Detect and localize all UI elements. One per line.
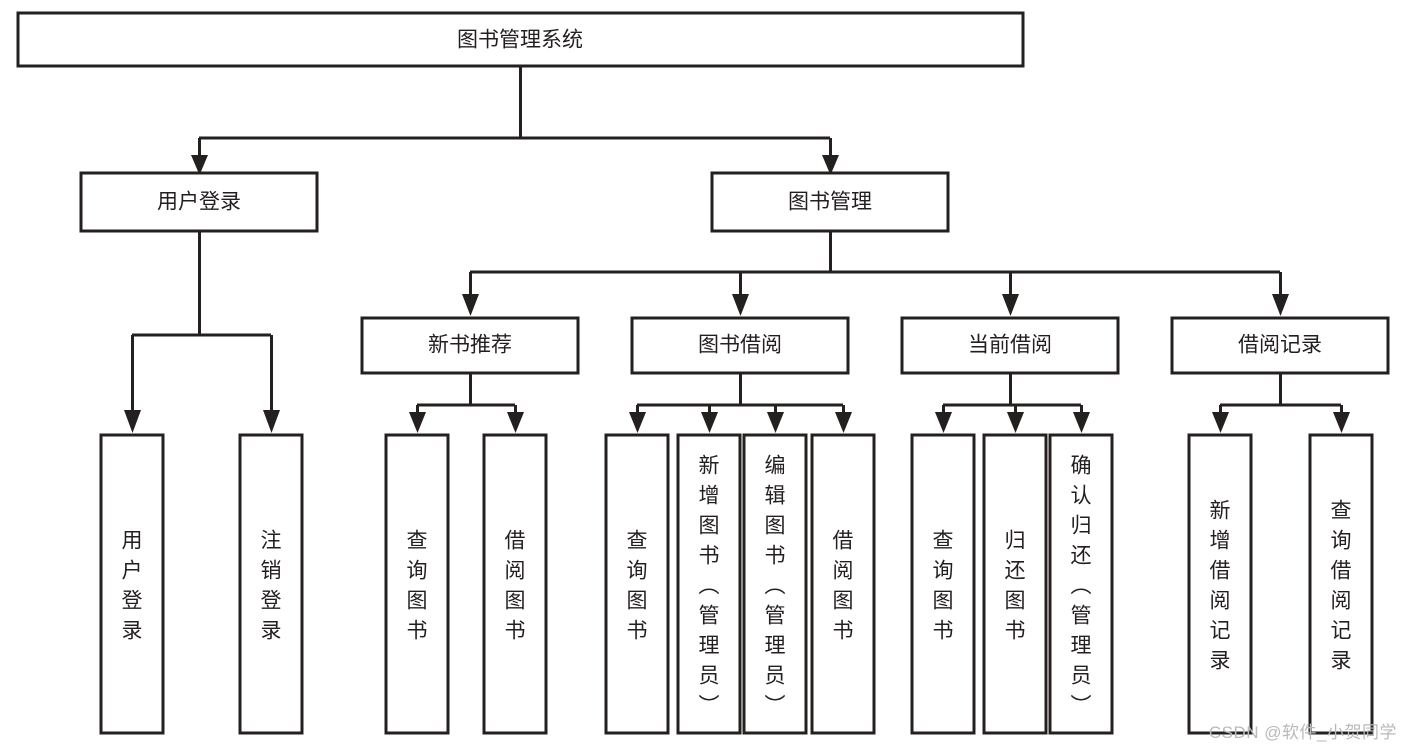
node-leaf-query-record-box[interactable] [1308,433,1374,735]
arrow-head-leaf-confirm-return [1073,412,1090,433]
node-leaf-add-book-label: 新增图书︵管理员︶ [699,454,720,717]
node-leaf-edit-book-label: 编辑图书︵管理员︶ [765,454,786,717]
node-leaf-logout-label: 注销登录 [261,529,282,642]
node-user-login[interactable]: 用户登录 [79,171,319,233]
node-leaf-borrow-book-1-label: 借阅图书 [505,529,526,642]
node-leaf-query-book-2-box[interactable] [604,433,670,735]
arrow-head-leaf-add-record [1212,412,1229,433]
node-leaf-return-book[interactable]: 归还图书 [982,433,1048,735]
arrow-head-new-book-rec [462,294,479,316]
node-leaf-add-book-box[interactable] [676,433,742,735]
node-book-borrow-label: 图书借阅 [698,334,782,357]
node-leaf-query-book-1-label: 查询图书 [407,529,428,642]
arrow-head-leaf-add-book [701,412,718,433]
arrow-head-book-borrow [732,294,749,316]
arrow-head-book-manage [822,155,839,175]
node-leaf-borrow-book-2[interactable]: 借阅图书 [810,433,876,735]
node-current-borrow[interactable]: 当前借阅 [900,316,1120,375]
arrow-head-current-borrow [1002,294,1019,316]
arrow-head-user-login [191,155,208,175]
node-leaf-borrow-book-2-label: 借阅图书 [833,529,854,642]
node-current-borrow-label: 当前借阅 [968,334,1052,357]
arrow-head-leaf-query-book-3 [935,412,952,433]
arrow-head-leaf-borrow-book-2 [835,412,852,433]
node-current-borrow-box[interactable] [900,316,1120,375]
node-leaf-borrow-book-1-box[interactable] [482,433,548,735]
node-borrow-record-box[interactable] [1170,316,1390,375]
node-leaf-query-book-1-box[interactable] [384,433,450,735]
node-leaf-edit-book-box[interactable] [742,433,808,735]
arrow-head-leaf-edit-book [767,412,784,433]
node-leaf-borrow-book-2-box[interactable] [810,433,876,735]
node-leaf-query-book-2-label: 查询图书 [627,529,648,642]
node-leaf-logout-box[interactable] [238,433,304,735]
node-leaf-user-login-box[interactable] [99,433,165,735]
node-borrow-record[interactable]: 借阅记录 [1170,316,1390,375]
arrow-head-leaf-borrow-book-1 [507,412,524,433]
node-leaf-query-book-2[interactable]: 查询图书 [604,433,670,735]
node-leaf-query-book-3-label: 查询图书 [933,529,954,642]
node-leaf-query-record-label: 查询借阅记录 [1331,499,1352,672]
node-leaf-return-book-box[interactable] [982,433,1048,735]
node-root[interactable]: 图书管理系统 [16,11,1025,68]
node-new-book-rec-label: 新书推荐 [428,334,512,357]
node-leaf-add-record-label: 新增借阅记录 [1210,499,1231,672]
node-leaf-confirm-return-box[interactable] [1048,433,1114,735]
node-leaf-user-login[interactable]: 用户登录 [99,433,165,735]
node-user-login-label: 用户登录 [157,191,241,214]
node-leaf-add-record[interactable]: 新增借阅记录 [1187,433,1253,735]
node-leaf-query-book-3-box[interactable] [910,433,976,735]
node-leaf-query-record[interactable]: 查询借阅记录 [1308,433,1374,735]
arrow-head-leaf-query-book-2 [629,412,646,433]
node-book-manage[interactable]: 图书管理 [710,171,950,233]
node-leaf-borrow-book-1[interactable]: 借阅图书 [482,433,548,735]
arrow-head-leaf-user-login [124,410,141,433]
node-leaf-query-book-1[interactable]: 查询图书 [384,433,450,735]
node-leaf-add-book[interactable]: 新增图书︵管理员︶ [676,433,742,735]
node-leaf-edit-book[interactable]: 编辑图书︵管理员︶ [742,433,808,735]
node-new-book-rec[interactable]: 新书推荐 [360,316,580,375]
node-book-manage-label: 图书管理 [788,191,872,214]
node-leaf-add-record-box[interactable] [1187,433,1253,735]
node-user-login-box[interactable] [79,171,319,233]
node-new-book-rec-box[interactable] [360,316,580,375]
arrow-head-leaf-query-record [1333,412,1350,433]
node-book-borrow[interactable]: 图书借阅 [630,316,850,375]
node-leaf-confirm-return[interactable]: 确认归还︵管理员︶ [1048,433,1114,735]
node-leaf-confirm-return-label: 确认归还︵管理员︶ [1071,454,1092,717]
node-leaf-return-book-label: 归还图书 [1005,529,1026,642]
connectors-layer [124,66,1350,433]
node-book-manage-box[interactable] [710,171,950,233]
node-root-label: 图书管理系统 [457,29,583,52]
arrow-head-leaf-return-book [1007,412,1024,433]
node-borrow-record-label: 借阅记录 [1238,334,1322,357]
node-leaf-logout[interactable]: 注销登录 [238,433,304,735]
node-root-box[interactable] [16,11,1025,68]
node-leaf-query-book-3[interactable]: 查询图书 [910,433,976,735]
node-book-borrow-box[interactable] [630,316,850,375]
arrow-head-borrow-record [1272,294,1289,316]
arrow-head-leaf-logout [263,410,280,433]
arrow-head-leaf-query-book-1 [409,412,426,433]
node-leaf-user-login-label: 用户登录 [122,529,143,642]
